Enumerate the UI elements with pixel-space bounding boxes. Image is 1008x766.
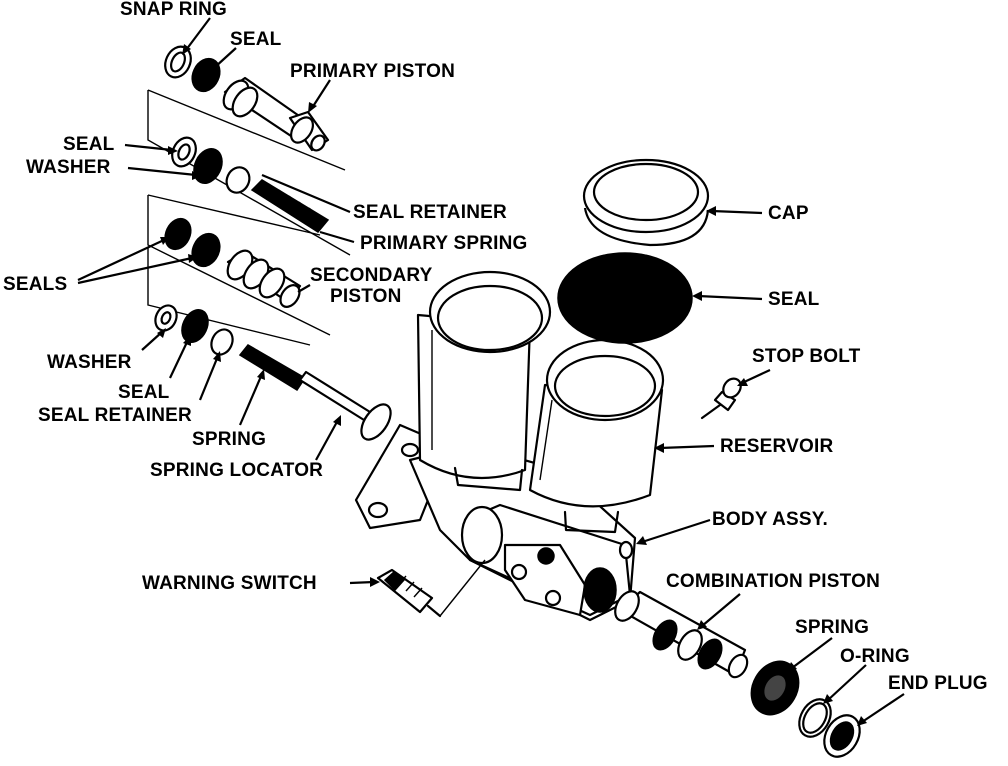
label-spring-left: SPRING: [192, 429, 267, 450]
label-secondary-piston-line1: SECONDARY: [310, 265, 433, 286]
spring-icon: [250, 179, 330, 233]
plug-icon: [823, 714, 861, 758]
spring-locator-icon: [238, 344, 392, 441]
label-seal-retainer-top: SEAL RETAINER: [353, 202, 507, 223]
seal-washer-group: [171, 136, 251, 194]
label-spring-locator: SPRING LOCATOR: [150, 460, 324, 481]
label-washer-top: WASHER: [26, 157, 111, 178]
switch-icon: [376, 568, 442, 618]
reservoir-right-icon: [528, 338, 665, 534]
label-stop-bolt: STOP BOLT: [752, 346, 861, 367]
label-o-ring: O-RING: [840, 646, 910, 667]
bolt-icon: [700, 377, 742, 420]
o-ring-icon: [798, 698, 832, 738]
combination-piston-icon: [614, 590, 749, 679]
label-secondary-piston-line2: PISTON: [330, 286, 402, 307]
spring-right-icon: [750, 660, 800, 716]
label-warning-switch: WARNING SWITCH: [142, 573, 317, 594]
seal-disc-icon: [557, 252, 693, 344]
label-body-assy: BODY ASSY.: [712, 509, 829, 530]
seals-group: [164, 217, 221, 268]
label-end-plug: END PLUG: [888, 673, 988, 694]
cap-icon: [582, 158, 710, 247]
label-washer-bottom: WASHER: [47, 352, 132, 373]
secondary-piston-icon: [226, 249, 302, 308]
label-seal-bottom: SEAL: [118, 382, 170, 403]
label-seal-retainer-bottom: SEAL RETAINER: [38, 405, 192, 426]
seal-icon: [191, 57, 221, 93]
label-seal-top: SEAL: [230, 29, 282, 50]
label-primary-spring: PRIMARY SPRING: [360, 233, 528, 254]
label-seals: SEALS: [3, 274, 68, 295]
reservoir-icon: [416, 270, 552, 492]
label-cap: CAP: [768, 203, 809, 224]
leader-lines: [77, 17, 905, 726]
label-primary-piston: PRIMARY PISTON: [290, 61, 456, 82]
label-seal-right: SEAL: [768, 289, 820, 310]
label-snap-ring: SNAP RING: [120, 0, 228, 20]
label-reservoir: RESERVOIR: [720, 436, 834, 457]
piston-icon: [222, 76, 330, 152]
label-spring-right: SPRING: [795, 617, 870, 638]
snap-ring-icon: [164, 45, 192, 79]
label-seal-left: SEAL: [63, 134, 115, 155]
label-combination-piston: COMBINATION PISTON: [666, 571, 881, 592]
